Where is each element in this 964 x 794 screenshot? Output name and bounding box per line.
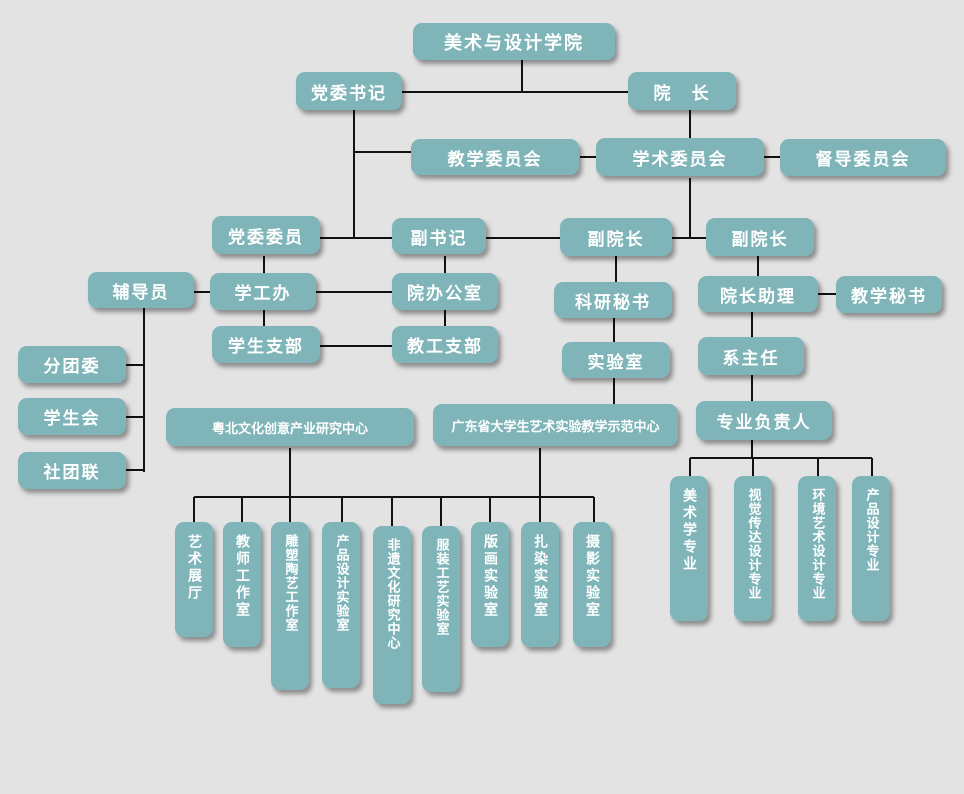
node-teaching-committee: 教学委员会	[411, 139, 579, 175]
node-academic-committee: 学术委员会	[596, 138, 764, 176]
lab-box: 扎染实验室	[521, 522, 559, 647]
major-box: 环境艺术设计专业	[798, 476, 836, 621]
node-party-secretary: 党委书记	[296, 72, 402, 110]
node-vice-dean-2: 副院长	[706, 218, 814, 256]
lab-box: 雕塑陶艺工作室	[271, 522, 309, 690]
node-deputy-secretary: 副书记	[392, 218, 486, 254]
major-box: 美术学专业	[670, 476, 708, 621]
node-research-secretary: 科研秘书	[554, 282, 672, 318]
node-student-affairs-office: 学工办	[210, 273, 316, 310]
node-league-branch: 分团委	[18, 346, 126, 383]
node-root: 美术与设计学院	[413, 23, 615, 60]
node-lab: 实验室	[562, 342, 670, 378]
node-student-union: 学生会	[18, 398, 126, 435]
lab-box: 教师工作室	[223, 522, 261, 647]
node-counselor: 辅导员	[88, 272, 194, 308]
node-dean: 院 长	[628, 72, 736, 110]
node-party-member: 党委委员	[212, 216, 320, 254]
node-major-lead: 专业负责人	[696, 401, 832, 440]
node-teaching-secretary: 教学秘书	[836, 276, 942, 313]
lab-box: 摄影实验室	[573, 522, 611, 647]
lab-box: 产品设计实验室	[322, 522, 360, 688]
lab-box: 服装工艺实验室	[422, 526, 460, 692]
lab-box: 艺术展厅	[175, 522, 213, 637]
major-box: 产品设计专业	[852, 476, 890, 621]
lab-box: 版画实验室	[471, 522, 509, 647]
node-dean-assistant: 院长助理	[698, 276, 818, 312]
node-student-branch: 学生支部	[212, 326, 320, 363]
node-club-federation: 社团联	[18, 452, 126, 489]
node-dept-head: 系主任	[698, 337, 804, 375]
node-yuebei-center: 粤北文化创意产业研究中心	[166, 408, 414, 446]
node-faculty-branch: 教工支部	[392, 326, 498, 363]
node-guangdong-center: 广东省大学生艺术实验教学示范中心	[433, 404, 678, 446]
node-dean-office: 院办公室	[392, 273, 498, 310]
major-box: 视觉传达设计专业	[734, 476, 772, 621]
node-supervision-committee: 督导委员会	[780, 139, 946, 176]
node-vice-dean-1: 副院长	[560, 218, 672, 256]
lab-box: 非遗文化研究中心	[373, 526, 411, 704]
